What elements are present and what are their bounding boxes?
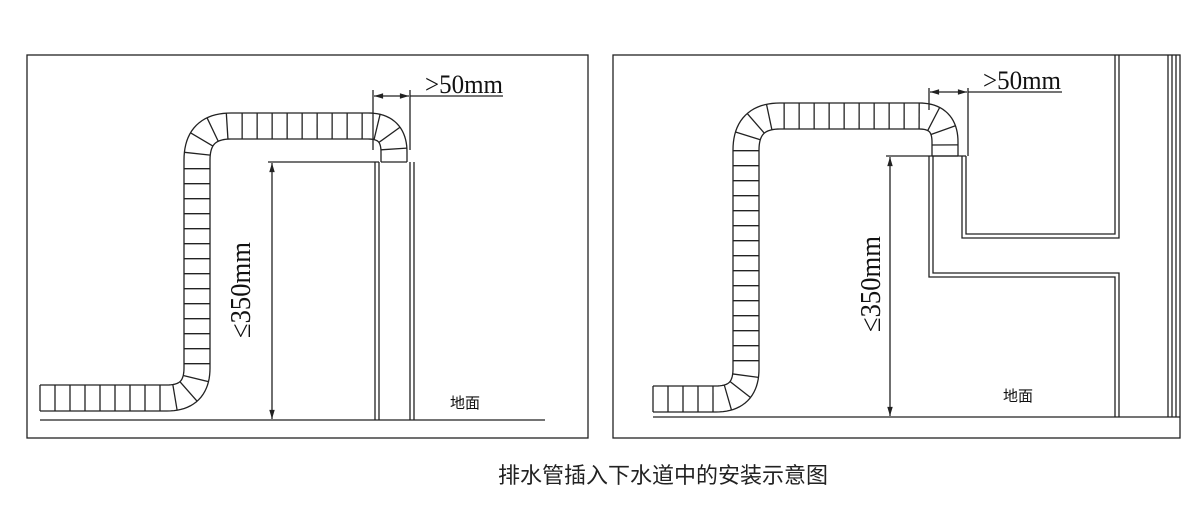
height-label-right: ≤350mm bbox=[856, 236, 887, 332]
pipe-wall bbox=[40, 112, 408, 386]
pipe-rib bbox=[190, 132, 214, 147]
pipe-rib bbox=[373, 114, 381, 140]
pipe-rib bbox=[746, 113, 765, 134]
pipe-rib bbox=[927, 107, 941, 131]
height-dimension-left bbox=[268, 161, 379, 420]
floor-label-left: 地面 bbox=[450, 394, 480, 412]
pipe-rib bbox=[179, 381, 198, 402]
pipe-rib bbox=[765, 104, 773, 130]
sewer-wall-right bbox=[928, 55, 1177, 417]
height-dimension-right bbox=[886, 155, 966, 417]
floor-label-right: 地面 bbox=[1003, 387, 1033, 405]
pipe-rib bbox=[184, 151, 211, 156]
pipe-rib bbox=[172, 384, 178, 411]
pipe-rib bbox=[729, 381, 751, 398]
pipe-wall bbox=[40, 138, 382, 412]
pipe-rib bbox=[732, 373, 759, 379]
drain-pipe-right bbox=[652, 102, 959, 413]
pipe-rib bbox=[735, 131, 761, 141]
pipe-rib bbox=[206, 117, 219, 142]
gap-dimension-left bbox=[372, 90, 503, 150]
figure-caption: 排水管插入下水道中的安装示意图 bbox=[497, 464, 828, 489]
pipe-rib bbox=[723, 384, 733, 411]
pipe-rib bbox=[183, 374, 209, 383]
height-label-left: ≤350mm bbox=[226, 242, 257, 338]
sewer-wall-left bbox=[374, 162, 415, 420]
gap-dimension-right bbox=[928, 88, 1062, 156]
gap-label-right: >50mm bbox=[983, 66, 1061, 95]
pipe-rib bbox=[225, 113, 229, 140]
drain-pipe-left bbox=[39, 112, 408, 412]
pipe-rib bbox=[380, 147, 407, 151]
gap-label-left: >50mm bbox=[425, 70, 503, 99]
left-panel: >50mm ≤350mm 地面 bbox=[26, 54, 589, 439]
pipe-wall bbox=[653, 102, 959, 387]
pipe-rib bbox=[930, 125, 956, 136]
right-frame bbox=[612, 54, 1181, 439]
right-panel: >50mm ≤350mm 地面 bbox=[612, 54, 1181, 439]
pipe-rib bbox=[378, 126, 401, 143]
pipe-wall bbox=[653, 128, 933, 413]
left-frame bbox=[26, 54, 589, 439]
